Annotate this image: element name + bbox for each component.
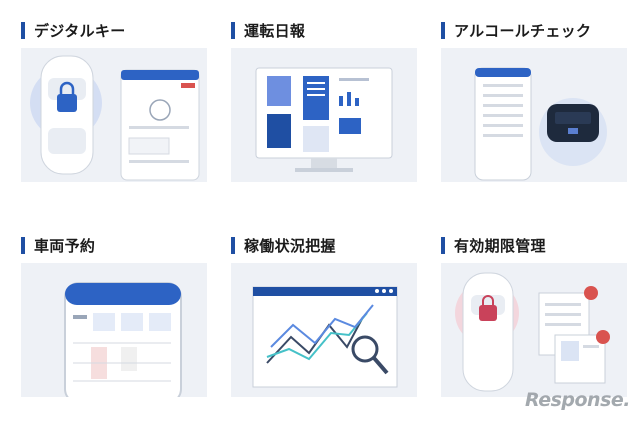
- driving-report-illustration: [231, 48, 417, 182]
- feature-title: デジタルキー: [21, 19, 126, 41]
- accent-bar: [21, 236, 25, 254]
- feature-title: 稼働状況把握: [231, 234, 336, 256]
- vehicle-reservation-illustration: [21, 263, 207, 397]
- accent-bar: [441, 21, 445, 39]
- feature-title: 有効期限管理: [441, 234, 546, 256]
- accent-bar: [231, 236, 235, 254]
- accent-bar: [21, 21, 25, 39]
- feature-title: アルコールチェック: [441, 19, 591, 41]
- digital-key-illustration: [21, 48, 207, 182]
- alcohol-check-illustration: [441, 48, 627, 182]
- feature-title: 運転日報: [231, 19, 305, 41]
- expiry-management-illustration: [441, 263, 627, 397]
- operation-status-illustration: [231, 263, 417, 397]
- response-watermark-logo: Response.: [525, 389, 630, 411]
- accent-bar: [441, 236, 445, 254]
- feature-title: 車両予約: [21, 234, 95, 256]
- accent-bar: [231, 21, 235, 39]
